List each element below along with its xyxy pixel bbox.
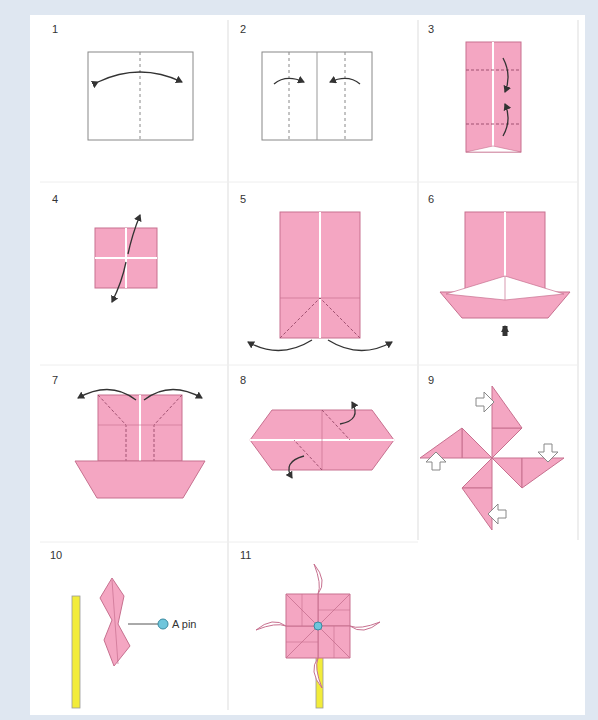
step-number: 11: [240, 550, 251, 561]
step-number: 10: [50, 550, 62, 561]
part-label: A pin: [172, 619, 196, 630]
step-number: 2: [240, 24, 246, 35]
step-number: 6: [428, 194, 434, 205]
step-number: 8: [240, 375, 246, 386]
step-number: 5: [240, 194, 246, 205]
step-number: 7: [52, 375, 58, 386]
step-number: 3: [428, 24, 434, 35]
step-number: 4: [52, 194, 58, 205]
step-number: 1: [52, 24, 58, 35]
step-number: 9: [428, 375, 434, 386]
